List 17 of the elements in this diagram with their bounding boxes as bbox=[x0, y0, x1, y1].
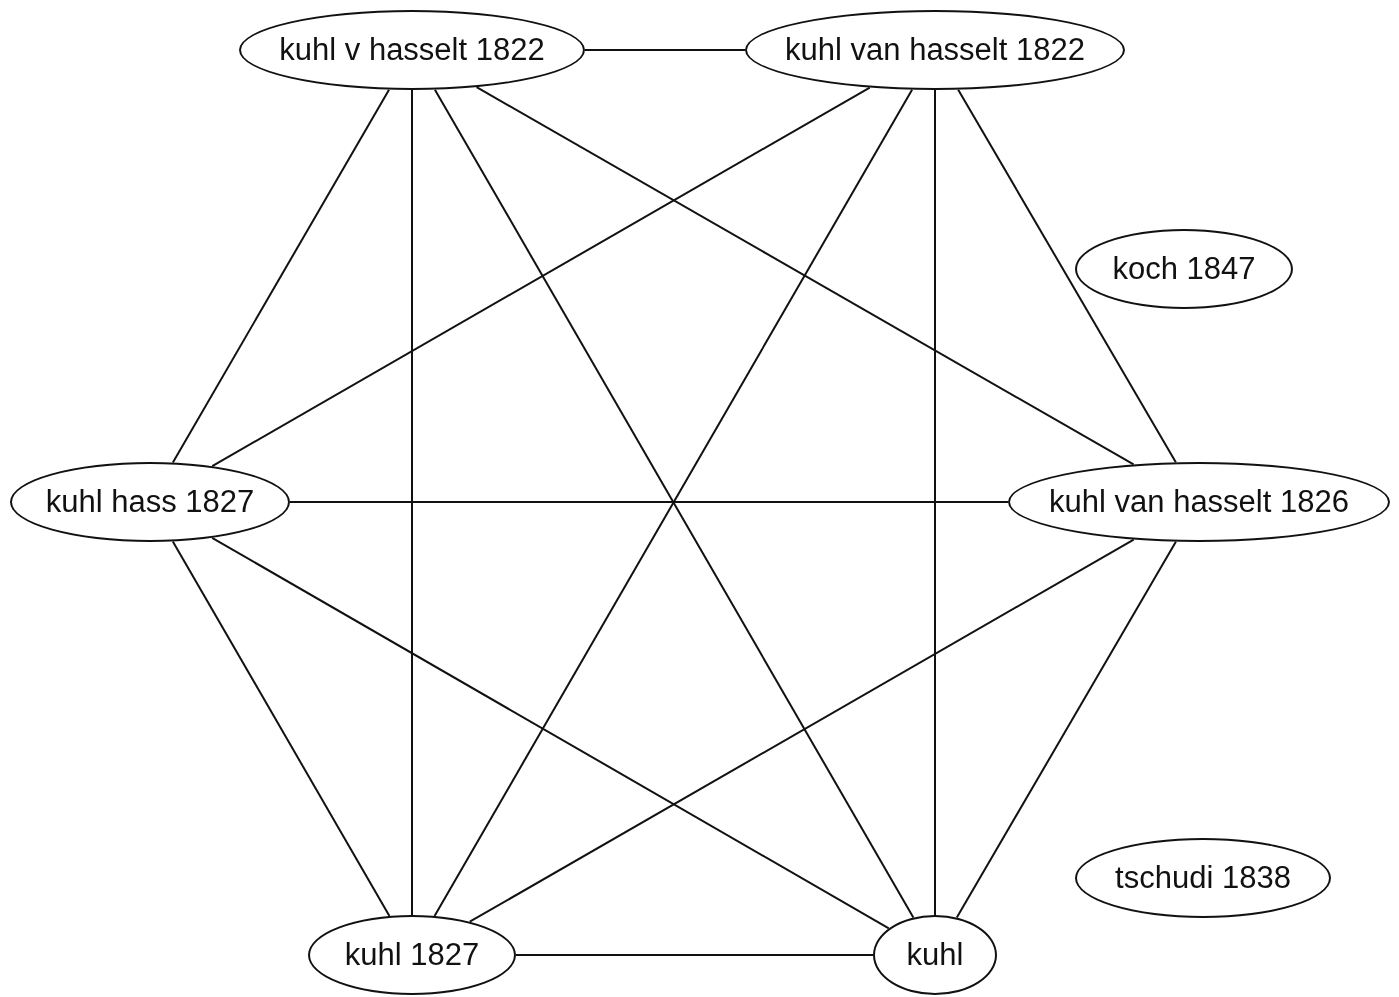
connector-line bbox=[934, 89, 936, 916]
connector-line bbox=[211, 536, 890, 930]
node-label: kuhl van hasselt 1826 bbox=[1049, 484, 1349, 520]
node-label: kuhl van hasselt 1822 bbox=[785, 32, 1085, 68]
connector-line bbox=[411, 89, 413, 916]
node-label: koch 1847 bbox=[1112, 251, 1256, 287]
node-label: tschudi 1838 bbox=[1115, 860, 1291, 896]
node-label: kuhl v hasselt 1822 bbox=[279, 32, 545, 68]
node-label: kuhl 1827 bbox=[344, 937, 480, 973]
connector-line bbox=[957, 88, 1177, 464]
connector-line bbox=[515, 954, 874, 956]
connector-line bbox=[171, 88, 390, 464]
node-label: kuhl hass 1827 bbox=[45, 484, 255, 520]
node-label: kuhl bbox=[906, 937, 964, 973]
connector-line bbox=[171, 540, 391, 917]
connector-line bbox=[289, 501, 1009, 503]
connector-line bbox=[584, 49, 746, 51]
